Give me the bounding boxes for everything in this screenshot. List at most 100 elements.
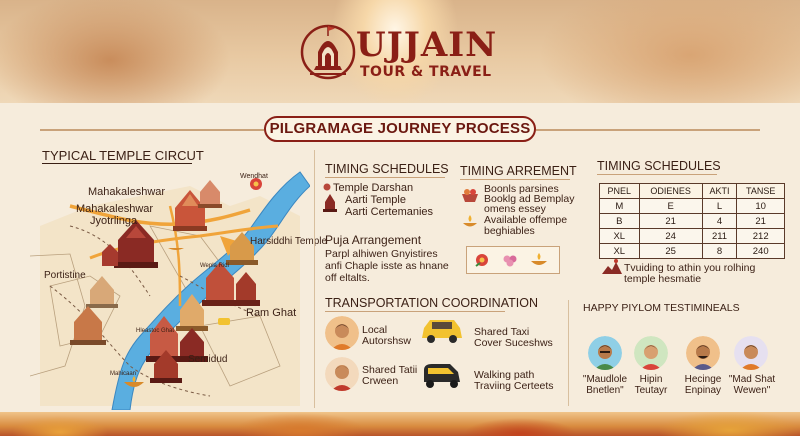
table-cell: 10 (736, 198, 785, 214)
hero-banner (0, 0, 800, 103)
timing-schedules-heading: TIMING SCHEDULES (325, 162, 449, 176)
offering-basket-icon (462, 189, 478, 202)
table-row: XL 25 8 240 (599, 243, 785, 259)
testimonial-name-line: "Maudlole (582, 374, 628, 385)
testimonial-name: "Maudlole Bnetlen" (573, 374, 637, 396)
testimonial-name-line: Bnetlen" (586, 385, 624, 396)
testimonial-avatar (686, 336, 720, 370)
testimonial-name: Hecinge Enpinay (671, 374, 735, 396)
table-cell: E (638, 198, 703, 214)
arrangement-text: Boonls parsines (484, 183, 559, 195)
testimonial-avatar (634, 336, 668, 370)
transport-label: Crween (362, 375, 399, 387)
label-harsiddhi-temple: Harsiddhi Temple (250, 236, 328, 247)
arrangement-text: beghiables (484, 225, 535, 237)
transportation-heading: TRANSPORTATION COORDINATION (325, 296, 538, 310)
puja-text-line: anfi Chaple isste as hnane (325, 260, 449, 272)
testimonial-name: "Mad Shat Wewen" (720, 374, 784, 396)
transport-label: Shared Tatii (362, 364, 418, 376)
ram-ghat-temple-icon (146, 316, 208, 362)
arrangement-text: Available offempe (484, 214, 568, 226)
road (168, 205, 182, 307)
transport-label: Local (362, 324, 388, 336)
person-icon (325, 357, 359, 391)
timing-arrangement-underline (460, 179, 570, 180)
testimonial-name-line: Wewen" (733, 385, 771, 396)
circuit-heading-underline (42, 163, 192, 164)
table-cell: XL (599, 243, 640, 259)
testimonial-avatar (734, 336, 768, 370)
testimonial-name-line: Enpinay (684, 385, 722, 396)
diya-icon (531, 253, 547, 265)
auto-rickshaw-icon (218, 318, 230, 325)
divider (568, 300, 569, 406)
temple-icon (70, 306, 106, 345)
temple-icon (202, 262, 260, 306)
arrangement-text: omens essey (484, 203, 546, 215)
label-small-2: Hleastoc Ghat (136, 328, 175, 334)
label-mahakaleshwar-jyotirlinga: Mahakaleshwar (76, 203, 154, 215)
title-divider-right (536, 129, 760, 131)
schedule-note: Tvuiding to athin you rolhing (624, 262, 756, 274)
title-divider-left (40, 129, 264, 131)
table-cell: 24 (638, 228, 703, 244)
puja-heading: Puja Arrangement (325, 233, 422, 247)
testimonial-name-line: Hecinge (684, 374, 722, 385)
arrangement-text: Booklg ad Bemplay (484, 193, 575, 205)
schedule-item: Aarti Temple (345, 194, 406, 206)
testimonial-avatar (588, 336, 622, 370)
temple-icon (198, 180, 222, 208)
label-small-1: Wepla Ridi (200, 263, 229, 269)
brand-logo[interactable]: UJJAIN TOUR & TRAVEL (300, 22, 500, 82)
flower-icon (475, 254, 488, 267)
table-cell: 240 (736, 243, 785, 259)
label-small-3: Mahicaan (110, 371, 137, 377)
transport-label: Traviing Certeets (474, 380, 554, 392)
temple-circuit-map[interactable] (30, 166, 310, 410)
table-header: PNEL (599, 183, 640, 199)
auto-rickshaw-icon (424, 364, 460, 388)
table-cell: 8 (701, 243, 738, 259)
temple-bell-icon (323, 194, 337, 212)
table-cell: 4 (701, 213, 738, 229)
temple-logo-icon (300, 24, 356, 80)
circuit-heading: TYPICAL TEMPLE CIRCUT (42, 148, 204, 163)
schedule-item: Temple Darshan (333, 182, 414, 194)
label-mahakaleshwar: Mahakaleshwar (88, 186, 166, 198)
transportation-underline (325, 311, 505, 312)
table-cell: 21 (638, 213, 703, 229)
table-header-row: PNEL ODIENES AKTI TANSE (599, 183, 785, 199)
schedule-item: Aarti Certemanies (345, 206, 434, 218)
person-icon (325, 316, 359, 350)
table-cell: 21 (736, 213, 785, 229)
label-semidud: Semidud (188, 354, 228, 365)
bell-icon (323, 183, 331, 191)
decorative-footer (0, 412, 800, 436)
diya-icon (463, 215, 477, 227)
semidud-temple-icon (150, 350, 182, 383)
transport-label: Shared Taxi (474, 326, 530, 338)
brand-name: UJJAIN (356, 25, 498, 65)
testimonial-name-line: "Mad Shat (728, 374, 776, 385)
dashed-route (49, 285, 211, 397)
table-header: TANSE (736, 183, 785, 199)
label-jyotirlinga: Jyotrlinga (90, 215, 138, 227)
jyotirlinga-temple-icon (102, 220, 158, 268)
harsiddhi-temple-icon (226, 232, 258, 265)
table-header: AKTI (701, 183, 738, 199)
transport-label: Walking path (474, 369, 535, 381)
page-title: PILGRAMAGE JOURNEY PROCESS (264, 116, 536, 142)
table-row: XL 24 211 212 (599, 228, 785, 244)
table-header: ODIENES (638, 183, 703, 199)
table-cell: 212 (736, 228, 785, 244)
table-cell: M (599, 198, 640, 214)
flower-icon (503, 255, 517, 267)
brand-tagline: TOUR & TRAVEL (360, 64, 492, 80)
road (89, 224, 279, 260)
testimonial-name-line: Teutayr (634, 385, 668, 396)
table-cell: L (701, 198, 738, 214)
table-cell: XL (599, 228, 640, 244)
mahakaleshwar-temple-icon (173, 190, 207, 231)
schedule-note: temple hesmatie (624, 273, 702, 285)
testimonial-name-line: Hipin (639, 374, 663, 385)
